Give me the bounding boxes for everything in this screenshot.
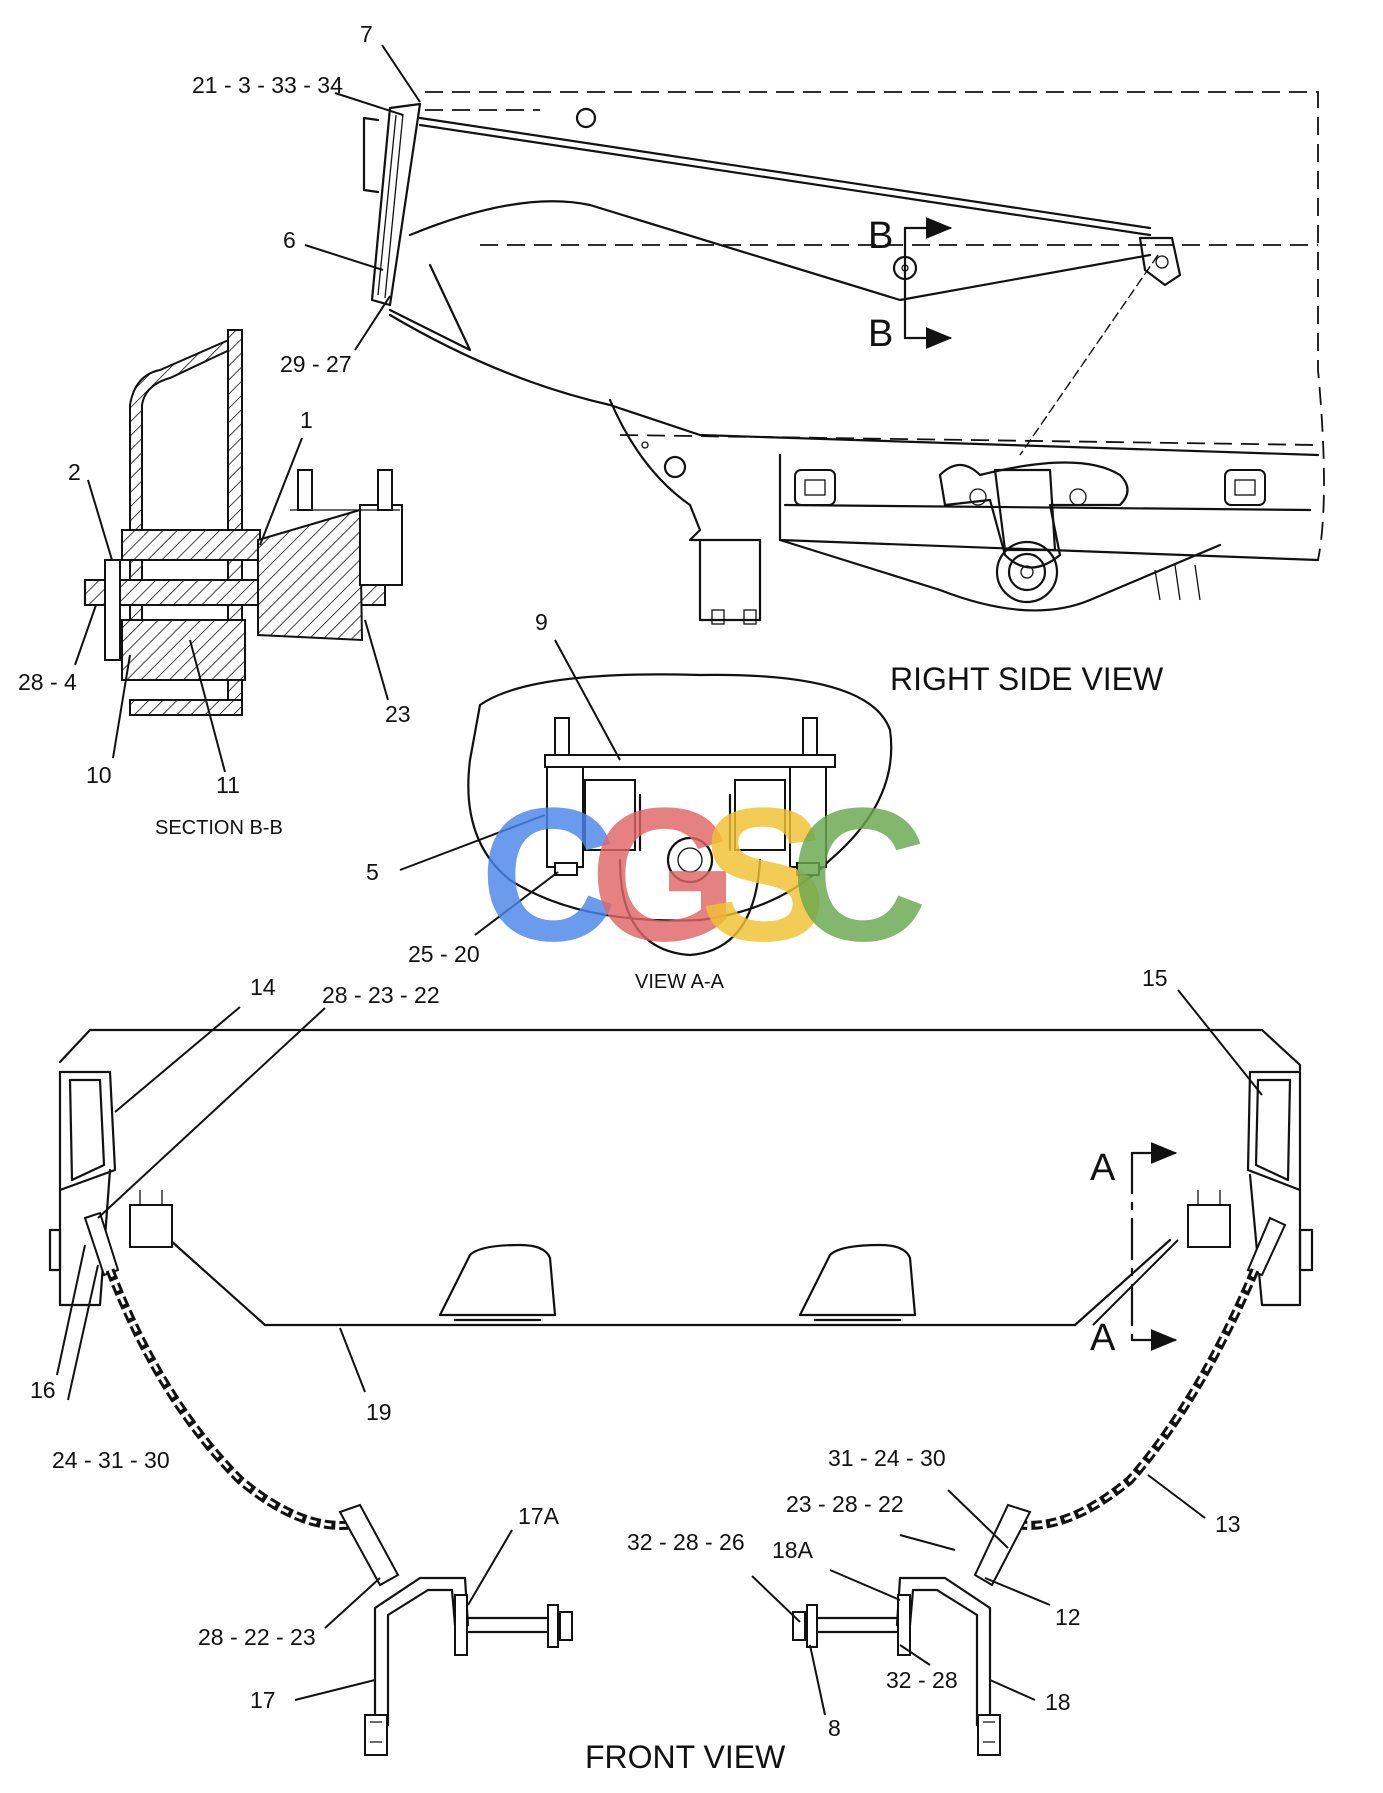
callout-12: 12	[1055, 1604, 1081, 1630]
front-view-leaders	[56, 989, 1263, 1716]
section-b-top-label: B	[868, 215, 893, 257]
watermark-logo: C G S C	[480, 769, 927, 981]
callout-17: 17	[250, 1687, 276, 1713]
callout-7: 7	[360, 21, 373, 47]
right-side-view: B B RIGHT SIDE VIEW	[362, 91, 1325, 697]
right-chain	[973, 1216, 1287, 1587]
view-aa-title: VIEW A-A	[635, 971, 725, 993]
watermark-letter-3: S	[700, 769, 827, 981]
callout-32-28: 32 - 28	[886, 1667, 958, 1693]
view-aa: VIEW A-A	[467, 673, 893, 993]
callout-28-23-22: 28 - 23 - 22	[322, 982, 440, 1008]
front-view: A A FRONT VIEW	[48, 1028, 1314, 1775]
side-chain	[1019, 254, 1159, 456]
view-aa-leaders	[399, 639, 621, 936]
callout-25-20: 25 - 20	[408, 941, 480, 967]
callout-5: 5	[366, 859, 379, 885]
right-side-view-title: RIGHT SIDE VIEW	[890, 661, 1164, 697]
callout-16: 16	[30, 1377, 56, 1403]
section-bb-title: SECTION B-B	[155, 817, 283, 839]
callout-14: 14	[250, 974, 276, 1000]
callout-29-27: 29 - 27	[280, 351, 352, 377]
callout-8: 8	[828, 1715, 841, 1741]
section-bb-view: SECTION B-B	[83, 329, 403, 839]
section-bb-leaders	[74, 437, 389, 773]
callout-18: 18	[1045, 1689, 1071, 1715]
right-clamp-bracket	[792, 1576, 1001, 1756]
callout-21-3-33-34: 21 - 3 - 33 - 34	[192, 72, 343, 98]
left-clamp-bracket	[364, 1576, 573, 1756]
left-chain	[83, 1211, 400, 1587]
callout-11: 11	[216, 772, 240, 798]
callout-9: 9	[535, 609, 548, 635]
callout-28-4: 28 - 4	[18, 669, 77, 695]
watermark-letter-1: C	[480, 769, 617, 981]
watermark-letter-4: C	[790, 769, 927, 981]
callout-31-24-30: 31 - 24 - 30	[828, 1445, 946, 1471]
section-aa-marker: A A	[1090, 1142, 1178, 1359]
chute-plate	[362, 102, 422, 307]
callout-10: 10	[86, 762, 112, 788]
callout-32-28-26: 32 - 28 - 26	[627, 1529, 745, 1555]
callout-17a: 17A	[518, 1503, 560, 1529]
watermark-letter-2: G	[590, 769, 738, 981]
callout-labels: 7 21 - 3 - 33 - 34 6 29 - 27 1 2 28 - 4 …	[18, 21, 1241, 1741]
callout-28-22-23: 28 - 22 - 23	[198, 1624, 316, 1650]
callout-24-31-30: 24 - 31 - 30	[52, 1447, 170, 1473]
callout-15: 15	[1142, 965, 1168, 991]
callout-19: 19	[366, 1399, 392, 1425]
callout-1: 1	[300, 407, 313, 433]
callout-23: 23	[385, 701, 411, 727]
right-side-leaders	[304, 44, 421, 351]
callout-13: 13	[1215, 1511, 1241, 1537]
section-b-bottom-label: B	[868, 313, 893, 355]
callout-23-28-22: 23 - 28 - 22	[786, 1491, 904, 1517]
section-a-top-label: A	[1090, 1147, 1116, 1189]
callout-2: 2	[68, 459, 81, 485]
callout-18a: 18A	[772, 1537, 814, 1563]
callout-6: 6	[283, 227, 296, 253]
section-bb-marker: B B	[868, 215, 953, 355]
front-view-title: FRONT VIEW	[585, 1739, 786, 1775]
